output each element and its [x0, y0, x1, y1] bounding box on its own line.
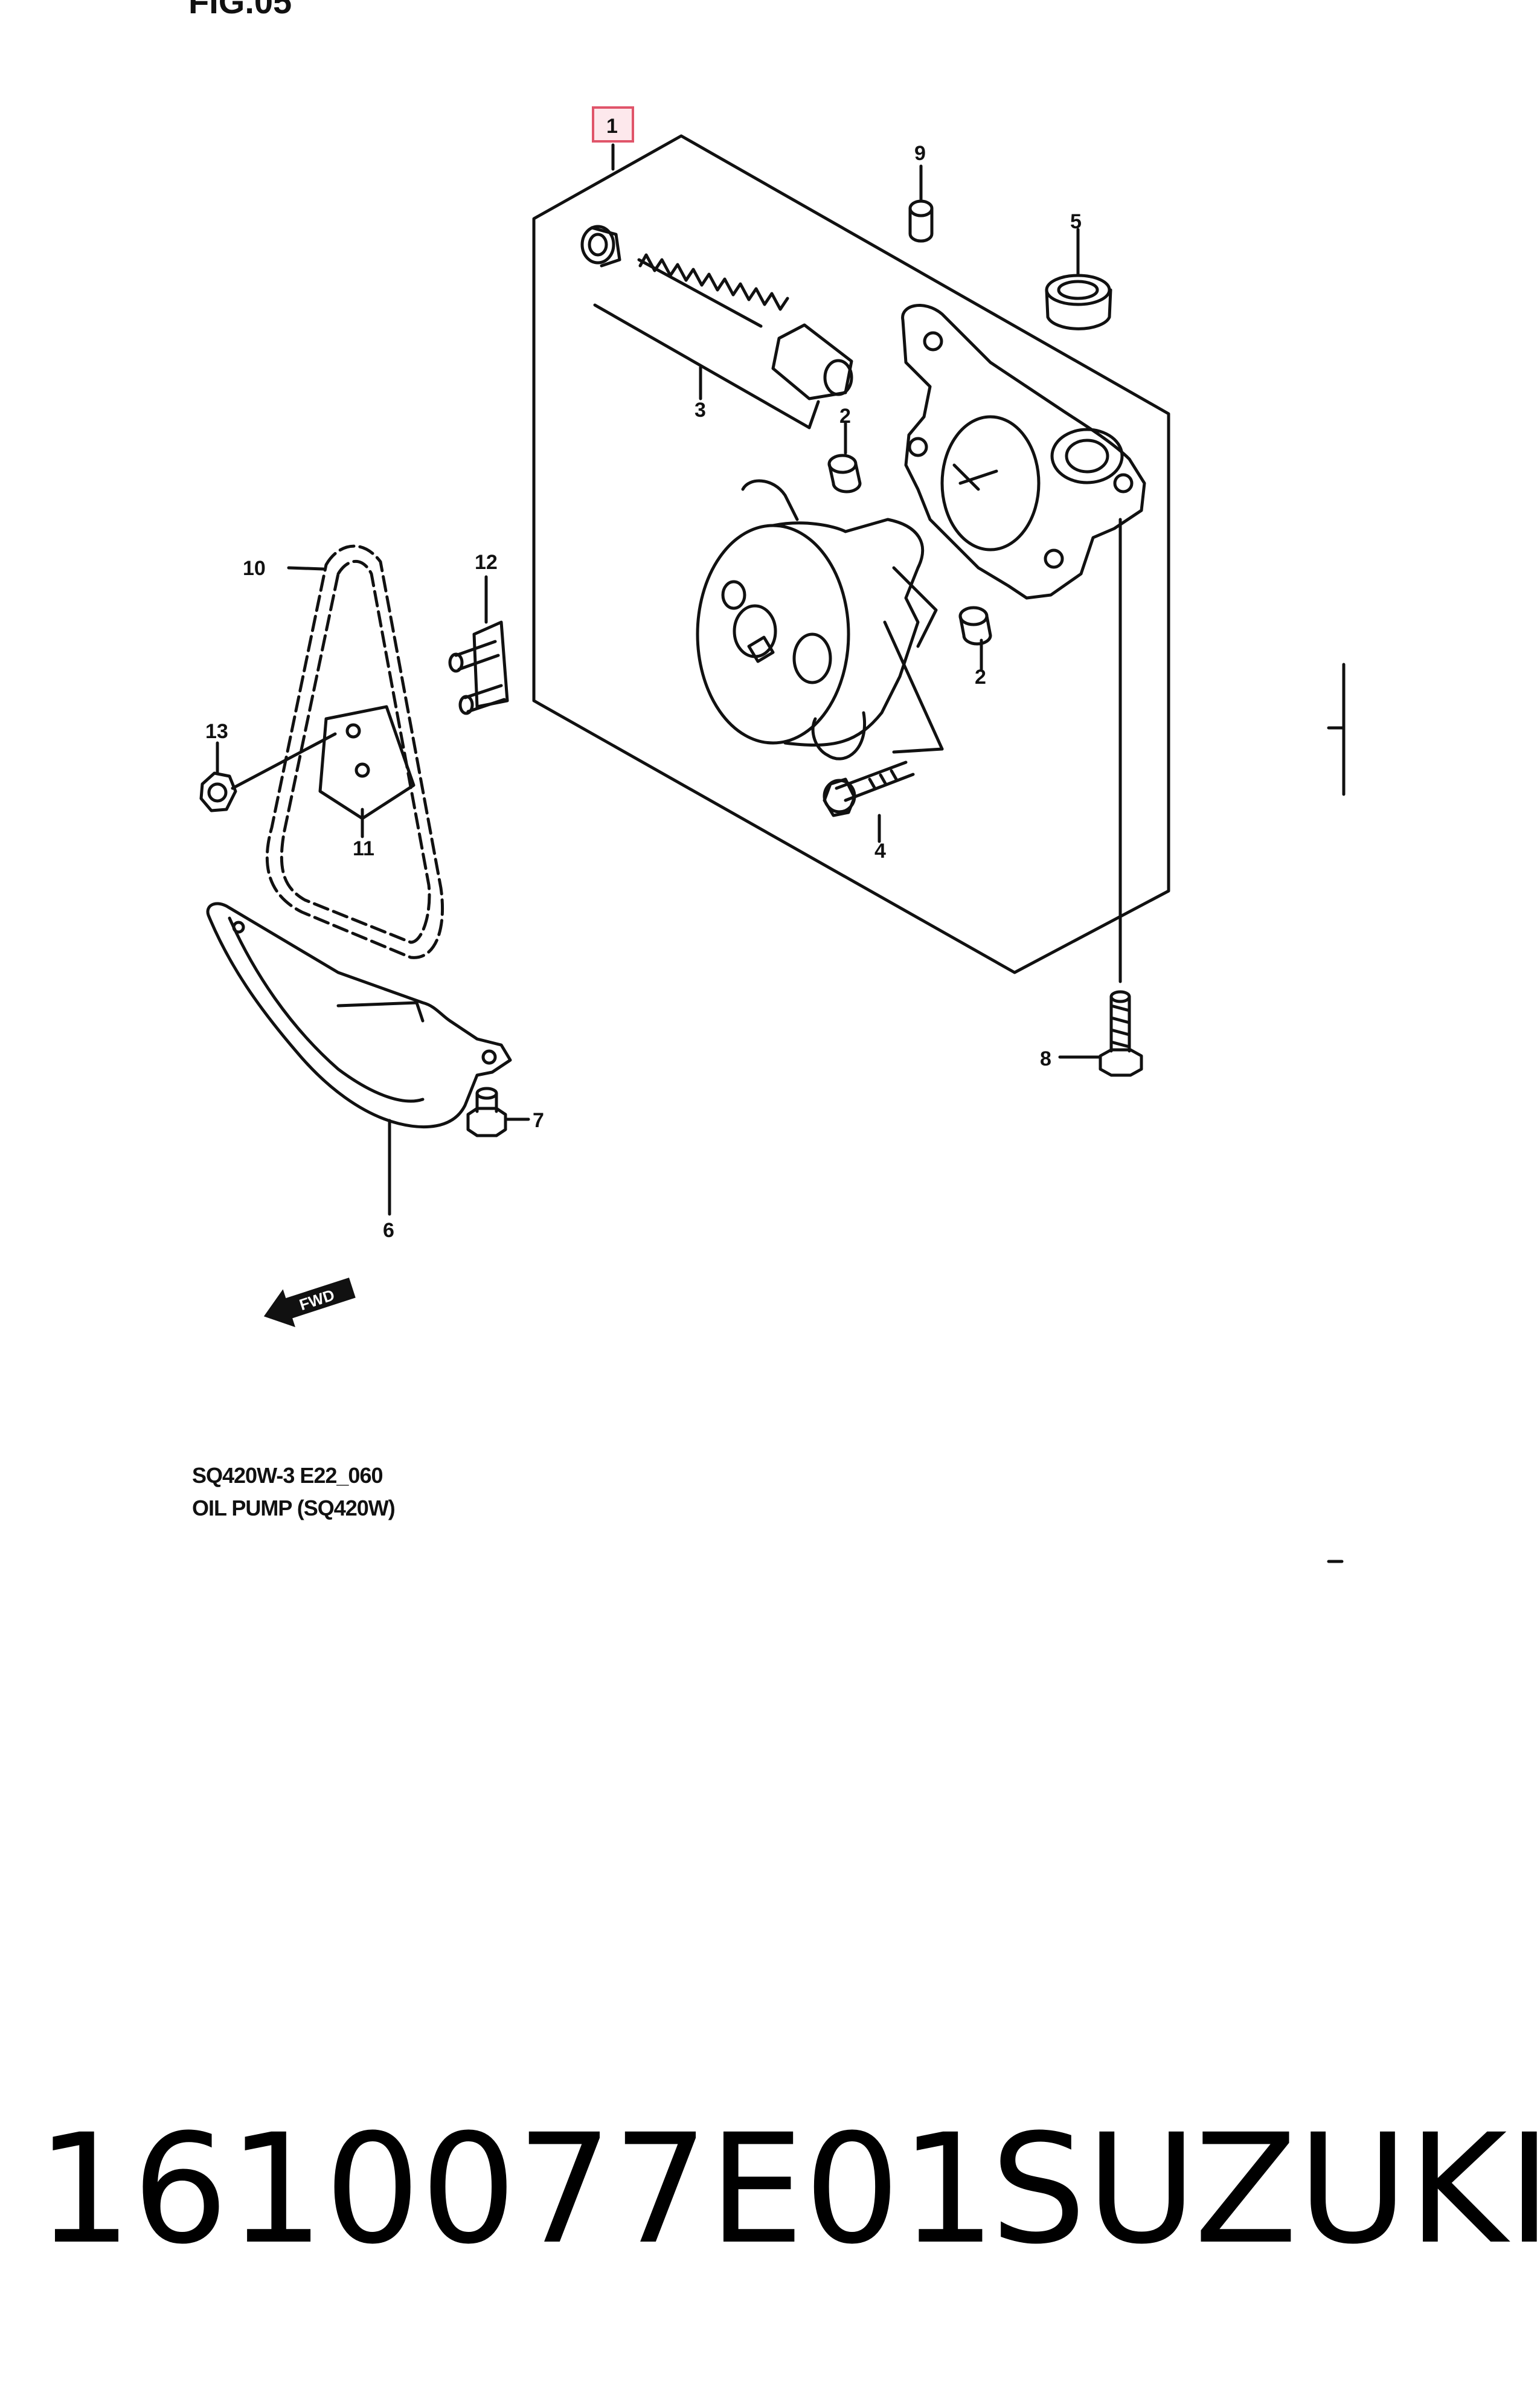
seal-ring-5	[1045, 274, 1112, 330]
callout-2-lower: 2	[975, 666, 986, 689]
assembly-box-outline	[532, 134, 1170, 974]
pin-9	[908, 199, 934, 243]
oil-strainer	[206, 902, 512, 1129]
callout-1: 1	[606, 115, 618, 138]
bolt-8	[1099, 990, 1143, 1077]
callout-box-1	[592, 106, 634, 143]
callout-2-upper: 2	[839, 405, 851, 428]
bolt-4	[823, 760, 915, 817]
callout-5: 5	[1070, 210, 1082, 233]
bolt-7	[466, 1087, 507, 1137]
part-number: 1610077E01	[36, 2101, 996, 2277]
bracket-12	[448, 620, 509, 715]
callout-12: 12	[475, 551, 498, 574]
pump-cover	[696, 479, 938, 760]
figure-code: SQ420W-3 E22_060	[192, 1463, 383, 1488]
timing-chain	[265, 544, 444, 959]
relief-spring	[637, 253, 789, 328]
callout-11: 11	[353, 837, 374, 860]
callout-9: 9	[914, 142, 926, 165]
relief-plunger	[771, 323, 853, 400]
product-band	[0, 1993, 1540, 2392]
figure-title: OIL PUMP (SQ420W)	[192, 1496, 396, 1520]
fwd-arrow: FWD	[263, 1278, 356, 1328]
dowel-pin-lower	[958, 606, 992, 646]
callout-3: 3	[695, 399, 706, 422]
callout-10: 10	[243, 557, 266, 580]
callout-8: 8	[1040, 1047, 1051, 1070]
figure-header: FIG.05	[188, 0, 292, 21]
chain-guide	[318, 705, 415, 820]
pump-housing	[901, 304, 1146, 600]
parts-diagram: FWD 1 2 2 3 4 5 6 7 8 9 10 11 12 13	[199, 106, 1346, 1563]
brand-name: SUZUKI	[990, 2101, 1540, 2277]
callout-13: 13	[205, 720, 228, 743]
dowel-pin-upper	[827, 454, 862, 494]
callout-4: 4	[874, 840, 886, 863]
callout-6: 6	[383, 1219, 394, 1242]
relief-cap	[580, 225, 621, 268]
nut-13	[199, 771, 237, 812]
callout-7: 7	[533, 1109, 544, 1132]
